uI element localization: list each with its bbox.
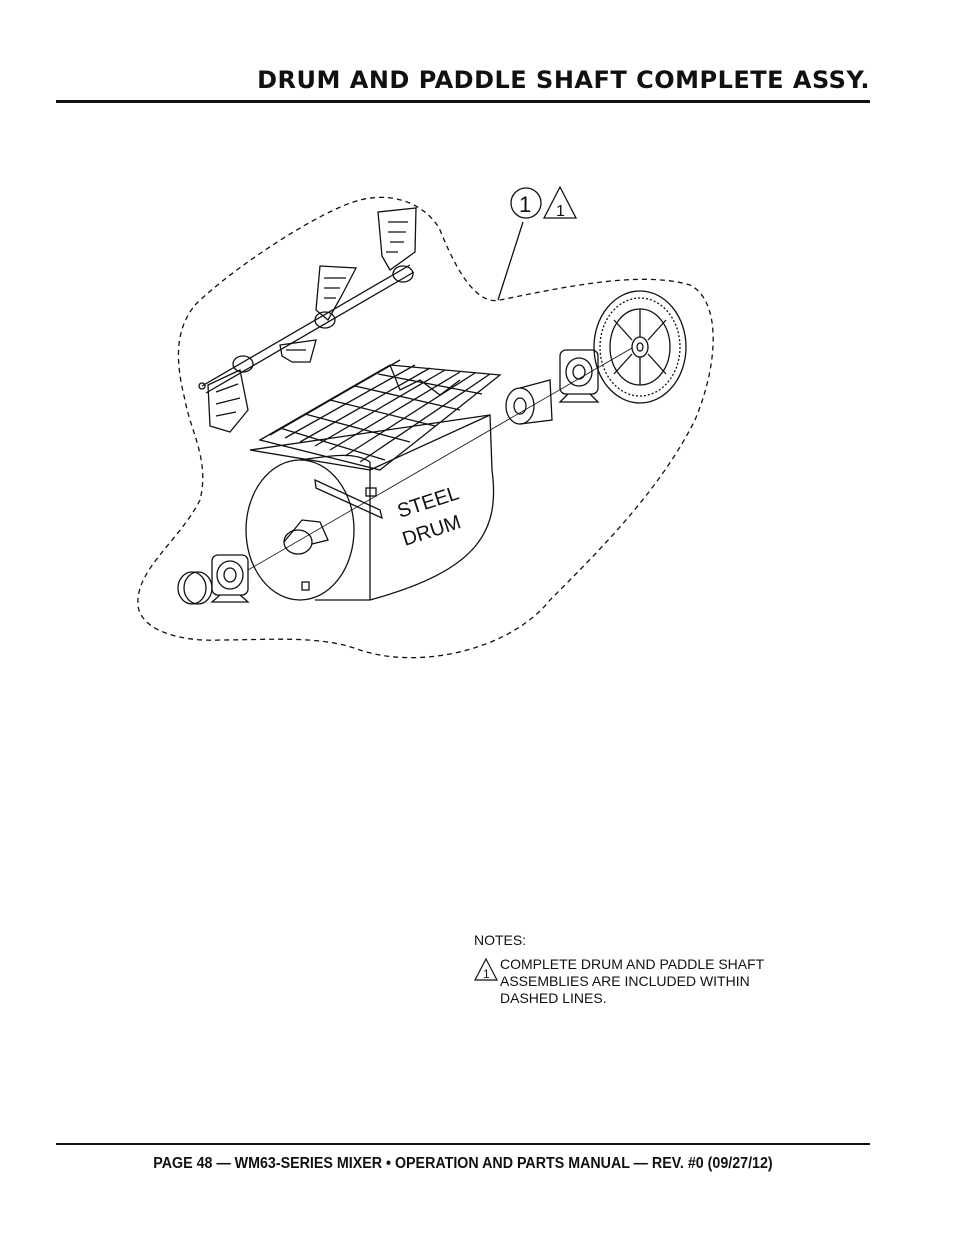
left-bearing (210, 554, 250, 603)
right-hub (505, 379, 553, 425)
drive-gear (593, 290, 687, 404)
note-ref: 1 (483, 967, 490, 981)
page-title: DRUM AND PADDLE SHAFT COMPLETE ASSY. (257, 66, 870, 94)
end-cap (177, 571, 213, 605)
callout-note-ref: 1 (556, 203, 565, 220)
note-item: 1 COMPLETE DRUM AND PADDLE SHAFT ASSEMBL… (474, 956, 814, 1007)
footer-text: PAGE 48 — WM63-SERIES MIXER • OPERATION … (153, 1155, 773, 1172)
right-bearing (558, 349, 600, 403)
assembly-boundary (137, 196, 714, 659)
mesh-guard (258, 359, 502, 471)
paddle-shaft (198, 207, 417, 433)
callout-triangle (542, 185, 578, 219)
header-rule (56, 100, 870, 103)
note-text: COMPLETE DRUM AND PADDLE SHAFT ASSEMBLIE… (500, 956, 764, 1006)
note-triangle-icon: 1 (474, 958, 498, 981)
notes-block: NOTES: 1 COMPLETE DRUM AND PADDLE SHAFT … (474, 932, 814, 1007)
callout-circle (510, 187, 542, 219)
callout-leader (497, 221, 524, 301)
notes-title: NOTES: (474, 932, 527, 948)
steel-drum (245, 359, 502, 601)
assembly-diagram: 1 1 STEEL DRUM (137, 185, 714, 659)
callout-number: 1 (519, 192, 531, 217)
footer-rule (56, 1143, 870, 1145)
